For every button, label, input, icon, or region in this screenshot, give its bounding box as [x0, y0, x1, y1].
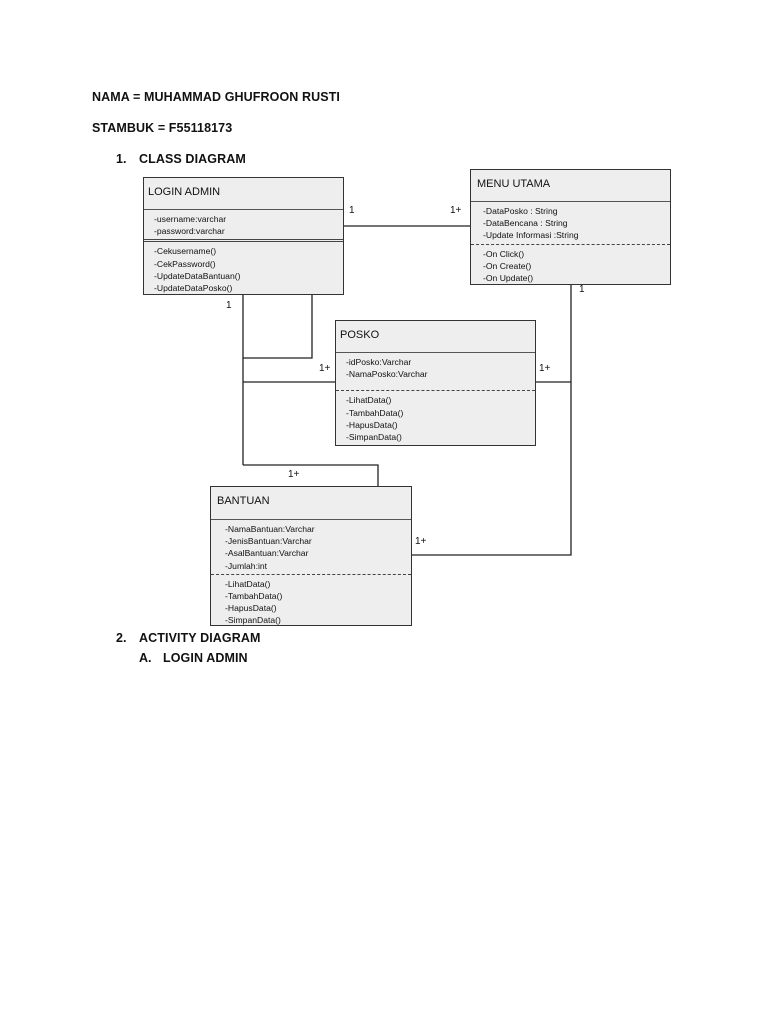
operation-cekusername: -Cekusername() — [154, 246, 217, 257]
multiplicity-bantuan-right: 1+ — [415, 536, 427, 547]
attribute-update-informasi: -Update Informasi :String — [483, 230, 579, 241]
operation-tambah-data: -TambahData() — [225, 591, 283, 602]
operation-lihat-data: -LihatData() — [225, 578, 271, 589]
class-menu-utama-attributes: -DataPosko : String -DataBencana : Strin… — [471, 202, 670, 245]
class-menu-utama-title: MENU UTAMA — [471, 170, 670, 202]
multiplicity-menu-bottom: 1 — [579, 284, 585, 295]
class-bantuan: BANTUAN -NamaBantuan:Varchar -JenisBantu… — [210, 486, 412, 626]
multiplicity-posko-right: 1+ — [539, 363, 551, 374]
multiplicity-login-bottom: 1 — [226, 300, 232, 311]
operation-hapus-data: -HapusData() — [346, 419, 398, 430]
operation-lihat-data: -LihatData() — [346, 395, 392, 406]
association-login-loop — [242, 294, 313, 359]
attribute-data-posko: -DataPosko : String — [483, 206, 558, 216]
multiplicity-login-menu-right: 1+ — [450, 205, 462, 216]
class-posko-operations: -LihatData() -TambahData() -HapusData() … — [336, 391, 535, 445]
operation-simpan-data: -SimpanData() — [346, 432, 402, 443]
attribute-data-bencana: -DataBencana : String — [483, 218, 568, 229]
attribute-jenis-bantuan: -JenisBantuan:Varchar — [225, 536, 312, 547]
class-login-admin-title: LOGIN ADMIN — [144, 178, 343, 210]
operation-hapus-data: -HapusData() — [225, 603, 277, 614]
class-bantuan-operations: -LihatData() -TambahData() -HapusData() … — [211, 575, 411, 629]
operation-on-create: -On Create() — [483, 260, 532, 271]
class-bantuan-title: BANTUAN — [211, 487, 411, 520]
operation-on-update: -On Update() — [483, 273, 534, 284]
operation-update-data-posko: -UpdateDataPosko() — [154, 283, 233, 294]
multiplicity-bantuan-top: 1+ — [288, 469, 300, 480]
attribute-id-posko: -idPosko:Varchar — [346, 357, 412, 367]
student-id: STAMBUK = F55118173 — [92, 121, 233, 135]
attribute-jumlah: -Jumlah:int — [225, 560, 268, 571]
section-number-class-diagram: 1. — [116, 152, 127, 166]
class-login-admin-operations: -Cekusername() -CekPassword() -UpdateDat… — [144, 242, 343, 296]
class-menu-utama-operations: -On Click() -On Create() -On Update() — [471, 245, 670, 287]
attribute-username: -username:varchar — [154, 214, 227, 224]
class-menu-utama: MENU UTAMA -DataPosko : String -DataBenc… — [470, 169, 671, 285]
class-bantuan-attributes: -NamaBantuan:Varchar -JenisBantuan:Varch… — [211, 520, 411, 575]
class-posko: POSKO -idPosko:Varchar -NamaPosko:Varcha… — [335, 320, 536, 446]
student-name: NAMA = MUHAMMAD GHUFROON RUSTI — [92, 90, 341, 104]
operation-update-data-bantuan: -UpdateDataBantuan() — [154, 270, 241, 281]
operation-simpan-data: -SimpanData() — [225, 615, 281, 626]
association-login-bantuan — [243, 464, 379, 486]
association-menu-bantuan — [412, 285, 572, 556]
class-posko-title: POSKO — [336, 321, 535, 353]
class-posko-attributes: -idPosko:Varchar -NamaPosko:Varchar — [336, 353, 535, 392]
attribute-nama-bantuan: -NamaBantuan:Varchar — [225, 524, 315, 534]
subsection-title-login-admin: LOGIN ADMIN — [163, 651, 248, 665]
operation-cekpassword: -CekPassword() — [154, 258, 216, 269]
section-title-activity-diagram: ACTIVITY DIAGRAM — [139, 631, 261, 645]
attribute-asal-bantuan: -AsalBantuan:Varchar — [225, 548, 309, 559]
section-number-activity-diagram: 2. — [116, 631, 127, 645]
subsection-letter: A. — [139, 651, 152, 665]
operation-tambah-data: -TambahData() — [346, 407, 404, 418]
class-login-admin: LOGIN ADMIN -username:varchar -password:… — [143, 177, 344, 295]
attribute-nama-posko: -NamaPosko:Varchar — [346, 369, 428, 380]
attribute-password: -password:varchar — [154, 226, 225, 237]
multiplicity-posko-left: 1+ — [319, 363, 331, 374]
class-login-admin-attributes: -username:varchar -password:varchar — [144, 210, 343, 243]
section-title-class-diagram: CLASS DIAGRAM — [139, 152, 246, 166]
multiplicity-login-menu-left: 1 — [349, 205, 355, 216]
operation-on-click: -On Click() — [483, 248, 525, 259]
